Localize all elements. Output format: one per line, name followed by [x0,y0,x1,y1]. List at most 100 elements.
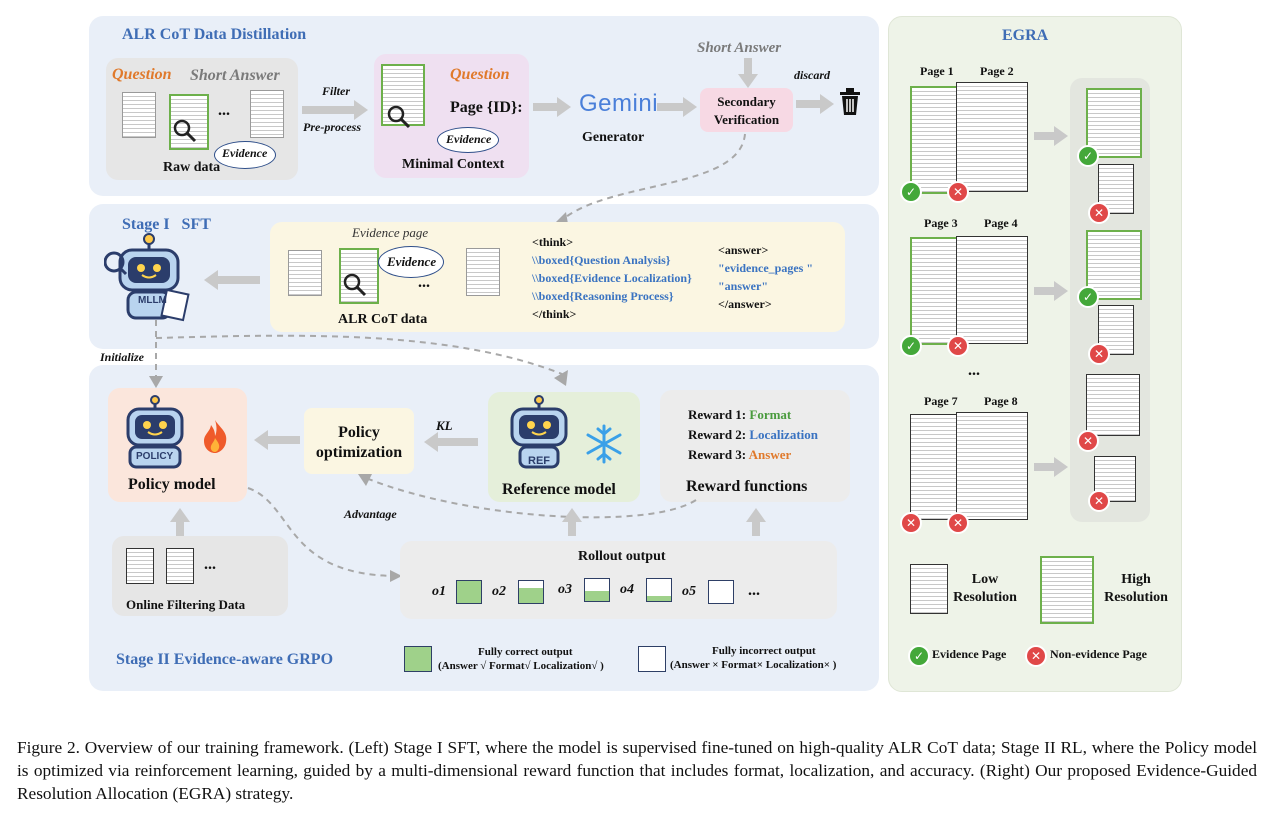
egra-high-1 [1086,88,1142,158]
cross-icon: ✕ [1077,430,1099,452]
distillation-title: ALR CoT Data Distillation [122,26,307,43]
sft-ellipsis: ... [418,274,430,291]
rollout-fill-4 [647,595,671,601]
policy-optimization-label: Policy optimization [315,424,403,461]
rollout-square-4 [646,578,672,602]
think-open: <think> [532,235,574,249]
arrow-to-mllm [204,270,260,290]
filter-ellipsis: ... [204,556,216,573]
policy-optimization-box [304,408,414,474]
evidence-bubble-2 [437,127,499,153]
magnifier-icon [343,273,367,297]
check-icon: ✓ [1077,145,1099,167]
snowflake-icon [586,424,622,464]
rollout-ellipsis: ... [748,582,760,599]
page-1-label: Page 1 [920,64,954,78]
cross-icon: ✕ [947,181,969,203]
legend-non-evidence-page: Non-evidence Page [1050,647,1147,661]
legend-evidence-page: Evidence Page [932,647,1007,661]
reward-3-value: Answer [748,447,792,462]
reward-3-label: Reward 3: [688,447,749,462]
short-answer-top: Short Answer [697,40,782,56]
rollout-o1: o1 [432,584,446,599]
reward-2: Reward 2: Localization [688,427,818,443]
egra-title: EGRA [1002,27,1049,44]
page-4-label: Page 4 [984,216,1018,230]
rollout-output-label: Rollout output [578,549,666,564]
rollout-fill-2 [519,587,543,603]
answer-open: <answer> [718,243,769,257]
raw-data-label: Raw data [163,160,221,175]
arrow-discard [796,94,834,114]
page-7-label: Page 7 [924,394,958,408]
online-filtering-label: Online Filtering Data [126,597,246,612]
mllm-robot-icon [104,233,190,322]
arrow-to-verification [657,97,697,117]
sft-doc-1 [288,250,322,296]
raw-doc-3 [250,90,284,138]
cross-icon: ✕ [900,512,922,534]
legend-incorrect-detail: (Answer × Format× Localization× ) [670,659,837,671]
sft-doc-3 [466,248,500,296]
short-answer-label: Short Answer [190,67,280,84]
dashed-arrow-to-rollout [247,487,402,582]
legend-high-res-label: High Resolution [1104,572,1168,605]
page-2-label: Page 2 [980,64,1014,78]
egra-ellipsis: ... [968,362,980,379]
preprocess-label: Pre-process [303,120,361,134]
page-8-label: Page 8 [984,394,1018,408]
check-icon: ✓ [1077,286,1099,308]
dashed-arrow-to-sft [554,133,746,224]
egra-page-3 [910,237,964,345]
secondary-verification-label: Secondary Verification [713,94,780,127]
check-icon: ✓ [900,335,922,357]
figure-caption: Figure 2. Overview of our training frame… [17,738,1257,803]
sft-evidence-bubble-text: Evidence [387,254,437,269]
reward-functions-label: Reward functions [686,478,808,495]
boxed-question-analysis: \\boxed{Question Analysis} [532,253,671,267]
arrow-up-ref [562,508,582,536]
boxed-reasoning-process: \\boxed{Reasoning Process} [532,289,674,303]
policy-badge-text: POLICY [136,451,174,462]
reward-2-label: Reward 2: [688,427,750,442]
initialize-label: Initialize [100,350,145,364]
alr-cot-data-label: ALR CoT data [338,312,428,327]
arrow-filter [302,100,368,120]
evidence-bubble-text: Evidence [222,146,268,160]
reward-1-value: Format [749,407,792,422]
arrow-egra-3 [1034,457,1068,477]
legend-correct-square [404,646,432,672]
kl-label: KL [436,418,453,433]
page-3-label: Page 3 [924,216,958,230]
egra-low-2 [1098,305,1134,355]
reward-3: Reward 3: Answer [688,447,791,463]
ref-badge-text: REF [528,455,550,467]
egra-page-7 [910,414,960,520]
filter-doc-1 [126,548,154,584]
rollout-o3: o3 [558,582,572,597]
reference-model-label: Reference model [502,481,616,498]
policy-robot-icon [126,395,184,469]
rollout-o2: o2 [492,584,506,599]
evidence-pages-key: "evidence_pages " [718,261,813,275]
egra-page-2 [956,82,1028,192]
rollout-fill-3 [585,591,609,601]
egra-out-7 [1086,374,1140,436]
trash-icon [840,88,860,115]
filter-doc-2 [166,548,194,584]
cross-icon: ✕ [1088,343,1110,365]
grpo-title: Stage II Evidence-aware GRPO [116,651,334,668]
think-close: </think> [532,307,577,321]
legend-correct-detail: (Answer √ Format√ Localization√ ) [438,660,604,672]
legend-low-res-doc [910,564,948,614]
check-icon: ✓ [900,181,922,203]
ref-robot-icon [510,395,568,469]
evidence-bubble [214,141,276,169]
reward-2-value: Localization [749,427,818,442]
sft-title: Stage I SFT [122,216,211,233]
cross-icon: ✕ [947,335,969,357]
evidence-bubble-2-text: Evidence [446,132,492,146]
evidence-page-label: Evidence page [352,225,429,240]
rollout-o5: o5 [682,584,696,599]
mllm-badge-text: MLLM [138,295,167,306]
